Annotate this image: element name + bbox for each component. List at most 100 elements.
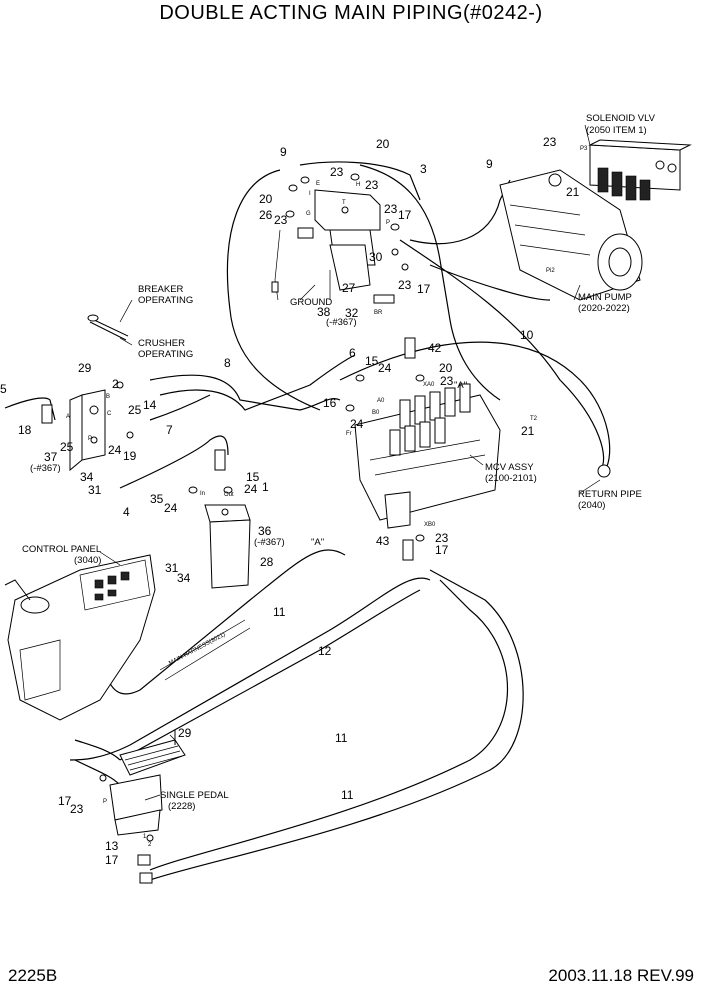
port-labels: P3 Pi2 BR XA0 A0 B0 Fr T2 XB0 In Out A B…	[66, 146, 588, 848]
callout-11: 11	[335, 731, 348, 745]
page-date-revision: 2003.11.18 REV.99	[548, 966, 694, 985]
callout-4: 4	[123, 505, 130, 519]
label-serial-38: (-#367)	[326, 317, 357, 328]
callout-23: 23	[398, 278, 412, 292]
callout-7: 7	[166, 423, 173, 437]
port-b0: B0	[372, 410, 380, 416]
callout-20: 20	[376, 137, 390, 151]
pipe-9-right	[409, 179, 511, 245]
port-t2: T2	[530, 416, 538, 422]
label-mcv-code: (2100-2101)	[485, 473, 537, 484]
callout-8: 8	[224, 356, 231, 370]
label-breaker: BREAKER	[138, 284, 184, 295]
callout-11: 11	[273, 605, 286, 619]
callout-17: 17	[58, 794, 72, 808]
label-single-pedal-code: (2228)	[168, 801, 195, 812]
pipe-3	[359, 164, 501, 401]
callout-17: 17	[417, 282, 431, 296]
callout-14: 14	[143, 398, 157, 412]
label-breaker-operating: OPERATING	[138, 295, 193, 306]
mcv-assy	[354, 383, 501, 529]
pipe-pedal-a	[74, 739, 121, 761]
harness-line-2	[164, 627, 251, 681]
callout-18: 18	[18, 423, 32, 437]
pipe-11-outer	[149, 579, 508, 871]
port-br: BR	[374, 310, 383, 316]
callout-10: 10	[520, 328, 534, 342]
callout-9: 9	[280, 145, 287, 159]
label-solenoid-vlv: SOLENOID VLV	[586, 113, 656, 124]
callout-20: 20	[439, 361, 453, 375]
port-pi2: Pi2	[546, 268, 555, 274]
block-1	[204, 504, 251, 589]
port-xa0: XA0	[423, 382, 435, 388]
ground-wire	[274, 229, 281, 301]
pipe-11-upper	[104, 549, 346, 695]
port-p3: P3	[580, 146, 588, 152]
part-callouts: 9 20 3 23 23 20 26 23 23 17 30 23 17 27 …	[0, 135, 580, 867]
callout-19: 19	[123, 449, 137, 463]
port-out: Out	[224, 492, 234, 498]
callout-24: 24	[244, 482, 258, 496]
pipe-6	[159, 354, 356, 411]
pipe-9-top	[226, 169, 321, 411]
port-a: A	[66, 414, 70, 420]
callout-24: 24	[108, 443, 122, 457]
main-pump	[499, 169, 643, 301]
callout-21: 21	[566, 185, 580, 199]
label-ref-a-mcv: "A"	[454, 380, 467, 391]
callout-9: 9	[486, 157, 493, 171]
callout-30: 30	[369, 250, 383, 264]
label-crusher: CRUSHER	[138, 338, 185, 349]
selector-valve	[69, 389, 106, 472]
port-h: H	[356, 182, 360, 188]
callout-23: 23	[330, 165, 344, 179]
callout-2: 2	[112, 377, 119, 391]
callout-23: 23	[365, 178, 379, 192]
port-p-block: P	[386, 220, 390, 226]
port-2: 2	[148, 842, 152, 848]
port-p-pedal: P	[103, 799, 107, 805]
callout-25: 25	[128, 403, 142, 417]
pipe-lines	[4, 161, 611, 881]
page-code: 2225B	[8, 966, 58, 985]
label-control-panel-code: (3040)	[74, 555, 101, 566]
pipe-4	[119, 435, 229, 489]
callout-34: 34	[177, 571, 191, 585]
callout-28: 28	[260, 555, 274, 569]
label-solenoid-item: (2050 ITEM 1)	[586, 125, 647, 136]
callout-6: 6	[349, 346, 356, 360]
pipe-8	[149, 374, 341, 411]
label-ref-a-pipe: "A"	[311, 537, 324, 548]
single-pedal	[109, 730, 186, 836]
label-main-pump-code: (2020-2022)	[578, 303, 630, 314]
label-serial-37: (-#367)	[30, 463, 61, 474]
label-single-pedal: SINGLE PEDAL	[160, 790, 229, 801]
control-panel	[4, 554, 156, 721]
callout-42: 42	[428, 341, 442, 355]
port-t: T	[342, 200, 346, 206]
port-p-selector: P	[88, 436, 92, 442]
port-a0: A0	[377, 398, 385, 404]
callout-26: 26	[259, 208, 273, 222]
port-xb0: XB0	[424, 522, 436, 528]
port-e: E	[316, 181, 320, 187]
port-1: 1	[143, 834, 147, 840]
label-return-pipe: RETURN PIPE	[578, 489, 642, 500]
breaker-block	[314, 189, 381, 291]
callout-29: 29	[78, 361, 92, 375]
callout-13: 13	[105, 839, 119, 853]
pipe-pedal-b	[74, 759, 121, 786]
pipe-pump-lower	[429, 264, 551, 301]
port-b: B	[106, 394, 110, 400]
callout-27: 27	[342, 281, 356, 295]
callout-24: 24	[350, 417, 364, 431]
callout-20: 20	[259, 192, 273, 206]
callout-16: 16	[323, 396, 337, 410]
callout-25: 25	[60, 440, 74, 454]
callout-35: 35	[150, 492, 164, 506]
pipe-12	[69, 577, 431, 761]
leader-lines	[99, 124, 601, 801]
label-crusher-operating: OPERATING	[138, 349, 193, 360]
